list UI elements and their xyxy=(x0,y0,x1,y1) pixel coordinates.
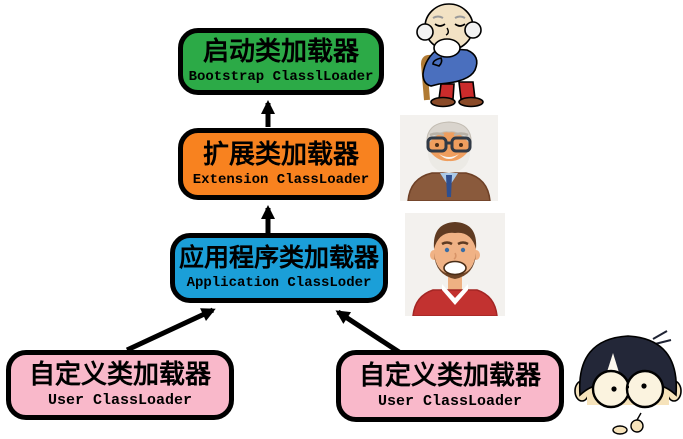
arrow-userright-to-application xyxy=(335,309,401,355)
extension-title-zh: 扩展类加载器 xyxy=(202,138,359,169)
node-extension-classloader: 扩展类加载器 Extension ClassLoader xyxy=(178,128,384,200)
application-subtitle-en: Application ClassLoder xyxy=(186,274,372,291)
node-application-classloader: 应用程序类加载器 Application ClassLoder xyxy=(170,233,388,303)
user-right-subtitle-en: User ClassLoader xyxy=(377,392,523,410)
extension-subtitle-en: Extension ClassLoader xyxy=(192,171,370,188)
bootstrap-title-zh: 启动类加载器 xyxy=(202,36,359,67)
user-left-title-zh: 自定义类加载器 xyxy=(28,359,211,390)
user-right-title-zh: 自定义类加载器 xyxy=(358,360,541,391)
senior-man-image xyxy=(400,115,498,201)
peeking-boy-image xyxy=(573,327,683,439)
node-bootstrap-classloader: 启动类加载器 Bootstrap ClasslLoader xyxy=(178,28,384,95)
user-left-subtitle-en: User ClassLoader xyxy=(47,391,193,409)
node-user-classloader-left: 自定义类加载器 User ClassLoader xyxy=(6,350,234,420)
bootstrap-subtitle-en: Bootstrap ClasslLoader xyxy=(188,69,374,86)
arrow-userleft-to-application xyxy=(125,307,216,353)
node-user-classloader-right: 自定义类加载器 User ClassLoader xyxy=(336,350,564,422)
application-title-zh: 应用程序类加载器 xyxy=(178,244,379,273)
old-man-image xyxy=(396,0,506,110)
young-man-image xyxy=(404,213,506,316)
